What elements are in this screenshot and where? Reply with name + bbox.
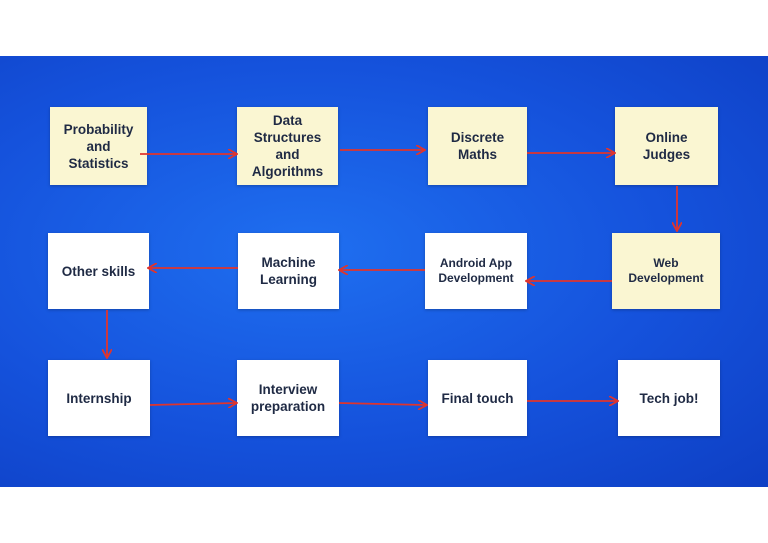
node-label: Tech job! bbox=[639, 390, 699, 406]
node-interview-preparation: Interview preparation bbox=[237, 360, 339, 436]
node-data-structures: Data Structures and Algorithms bbox=[237, 107, 338, 185]
node-label: Other skills bbox=[61, 263, 136, 279]
node-label: Probability and Statistics bbox=[63, 121, 134, 171]
node-final-touch: Final touch bbox=[428, 360, 527, 436]
node-label: Final touch bbox=[441, 390, 514, 406]
node-label: Interview preparation bbox=[250, 382, 326, 414]
node-android-app: Android App Development bbox=[425, 233, 527, 309]
node-online-judges: Online Judges bbox=[615, 107, 718, 185]
node-other-skills: Other skills bbox=[48, 233, 149, 309]
node-machine-learning: Machine Learning bbox=[238, 233, 339, 309]
node-label: Online Judges bbox=[642, 130, 691, 162]
node-label: Discrete Maths bbox=[450, 130, 505, 162]
node-label: Android App Development bbox=[438, 256, 514, 285]
node-probability: Probability and Statistics bbox=[50, 107, 147, 185]
node-tech-job: Tech job! bbox=[618, 360, 720, 436]
node-label: Data Structures and Algorithms bbox=[251, 113, 324, 179]
node-label: Web Development bbox=[628, 256, 704, 285]
node-web-development: Web Development bbox=[612, 233, 720, 309]
node-internship: Internship bbox=[48, 360, 150, 436]
node-label: Internship bbox=[66, 390, 132, 406]
node-discrete-maths: Discrete Maths bbox=[428, 107, 527, 185]
node-label: Machine Learning bbox=[259, 255, 317, 287]
